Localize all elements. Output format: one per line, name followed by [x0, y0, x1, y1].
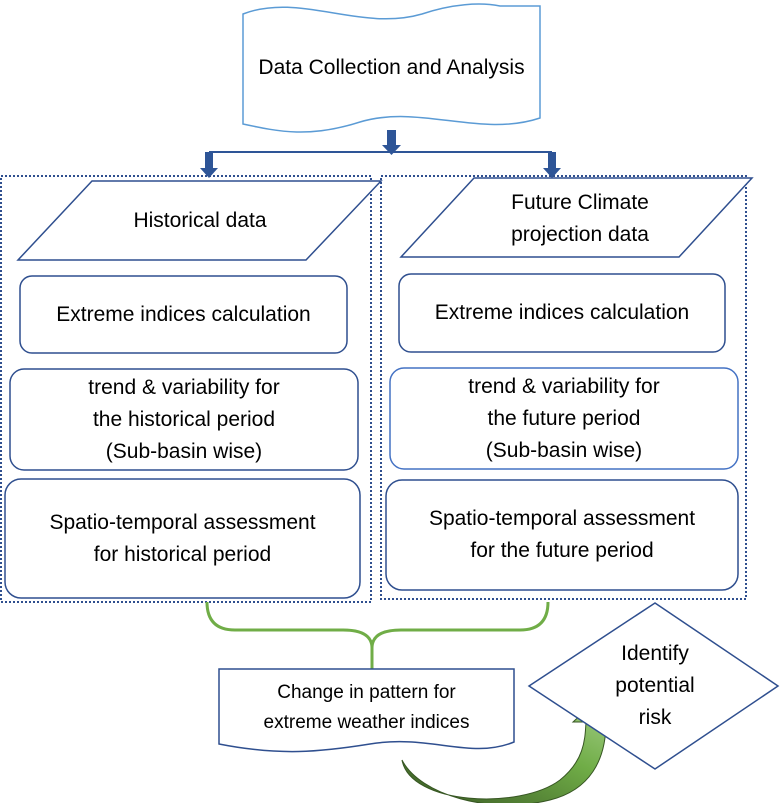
future-data-label: Future Climate projection data [511, 191, 649, 246]
left-step-1-box [19, 275, 348, 354]
merge-brace [205, 601, 550, 672]
historical-data-label: Historical data [133, 209, 267, 232]
result-shape [218, 668, 515, 753]
historical-data-shape [16, 180, 383, 261]
right-step-2-label: trend & variability for the future perio… [468, 374, 660, 462]
identify-risk-label: Identify potential risk [615, 642, 695, 729]
future-data-shape [399, 177, 754, 258]
future-group-border [380, 175, 747, 600]
result-label: Change in pattern for extreme weather in… [263, 682, 470, 733]
identify-risk-diamond [527, 602, 780, 770]
split-arrows [200, 130, 561, 178]
right-step-3-label: Spatio-temporal assessment for the futur… [428, 507, 696, 562]
historical-group-border [0, 175, 372, 603]
left-step-3-box [4, 478, 361, 599]
left-step-2-box [9, 368, 359, 471]
right-step-2-box [389, 367, 739, 470]
left-step-3-label: Spatio-temporal assessment for historica… [49, 510, 316, 566]
left-step-2-label: trend & variability for the historical p… [88, 375, 280, 463]
data-collection-shape [242, 3, 541, 133]
right-step-1-box [398, 273, 726, 353]
data-collection-label: Data Collection and Analysis [258, 56, 525, 79]
right-step-1-label: Extreme indices calculation [434, 301, 690, 324]
left-step-1-label: Extreme indices calculation [56, 302, 311, 326]
right-step-3-box [385, 479, 739, 591]
